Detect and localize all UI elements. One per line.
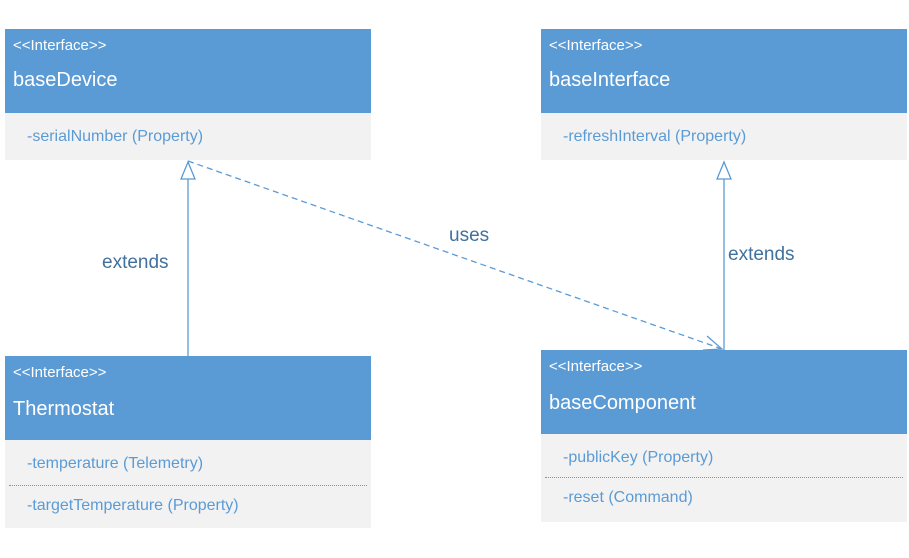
uses-label: uses xyxy=(449,225,490,246)
stereotype-label: <<Interface>> xyxy=(549,37,643,54)
member-refreshinterval: -refreshInterval (Property) xyxy=(563,128,747,145)
uses-dependency-line xyxy=(187,160,723,350)
stereotype-label: <<Interface>> xyxy=(13,37,107,54)
member-separator xyxy=(9,485,367,486)
member-reset: -reset (Command) xyxy=(563,489,693,506)
member-separator xyxy=(545,477,903,478)
inheritance-arrowhead-basedevice xyxy=(180,160,196,180)
interface-name: baseDevice xyxy=(13,69,118,91)
stereotype-label: <<Interface>> xyxy=(549,358,643,375)
basecomponent-interface-box[interactable]: <<Interface>> baseComponent -publicKey (… xyxy=(541,350,907,522)
baseinterface-header: <<Interface>> baseInterface xyxy=(541,29,907,113)
extends-label-basecomponent: extends xyxy=(728,244,795,265)
basecomponent-header: <<Interface>> baseComponent xyxy=(541,350,907,434)
member-targettemperature: -targetTemperature (Property) xyxy=(27,497,239,514)
thermostat-header: <<Interface>> Thermostat xyxy=(5,356,371,440)
member-publickey: -publicKey (Property) xyxy=(563,449,714,466)
basedevice-header: <<Interface>> baseDevice xyxy=(5,29,371,113)
baseinterface-interface-box[interactable]: <<Interface>> baseInterface -refreshInte… xyxy=(541,29,907,160)
member-temperature: -temperature (Telemetry) xyxy=(27,455,204,472)
thermostat-interface-box[interactable]: <<Interface>> Thermostat -temperature (T… xyxy=(5,356,371,528)
member-serialnumber: -serialNumber (Property) xyxy=(27,128,204,145)
stereotype-label: <<Interface>> xyxy=(13,364,107,381)
interface-name: baseComponent xyxy=(549,392,696,414)
uses-open-arrowhead xyxy=(702,335,724,351)
inheritance-arrowhead-baseinterface xyxy=(716,160,732,180)
interface-name: baseInterface xyxy=(549,69,671,91)
interface-name: Thermostat xyxy=(13,398,115,420)
basedevice-interface-box[interactable]: <<Interface>> baseDevice -serialNumber (… xyxy=(5,29,371,160)
extends-label-thermostat: extends xyxy=(102,252,169,273)
